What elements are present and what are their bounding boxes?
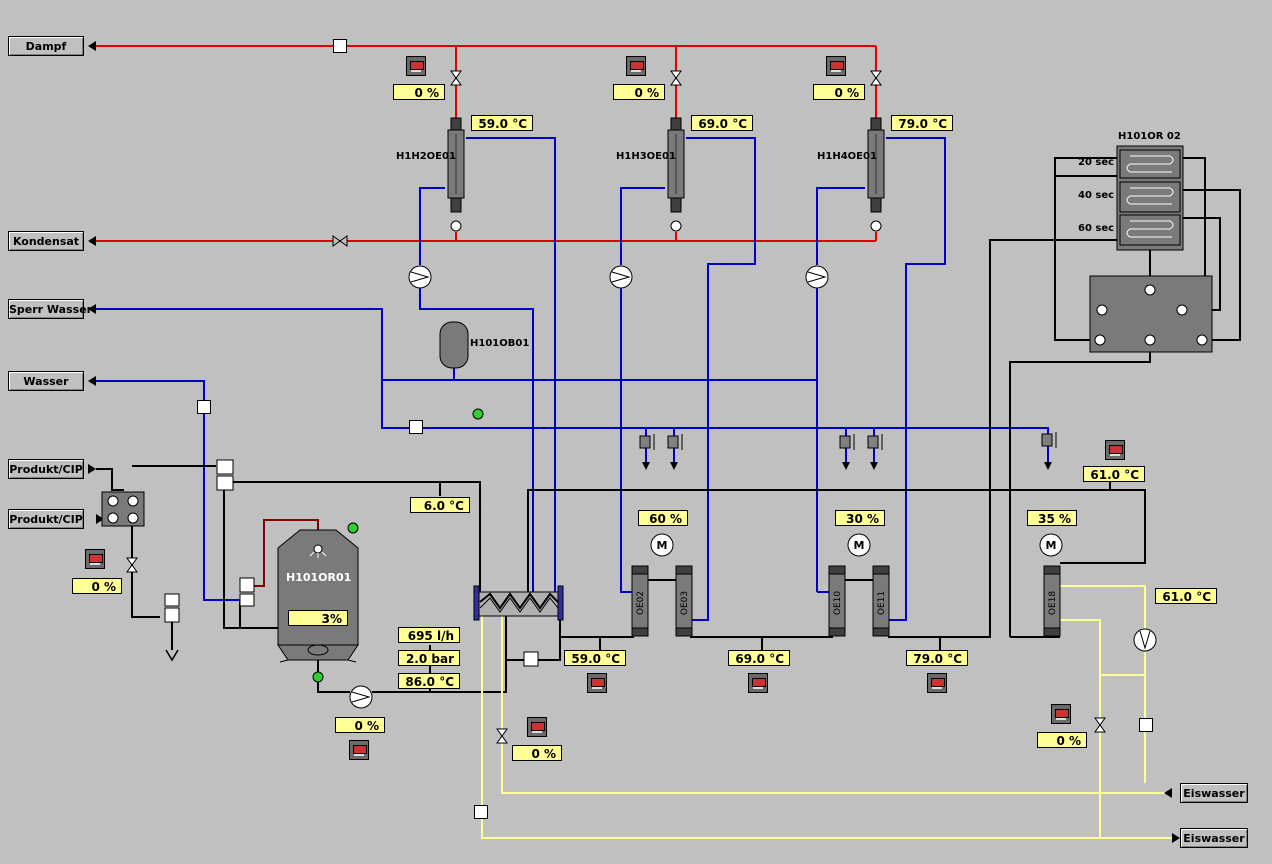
steam-valve-1[interactable] bbox=[450, 70, 462, 86]
faceplate-icon[interactable] bbox=[406, 56, 426, 76]
faceplate-icon[interactable] bbox=[587, 673, 607, 693]
heater-3[interactable] bbox=[867, 117, 885, 232]
stream-eiswasser-in[interactable]: Eiswasser bbox=[1180, 783, 1248, 803]
motor-3-speed: 35 % bbox=[1027, 510, 1077, 526]
homogenizer-cylinders bbox=[631, 565, 1061, 637]
stage-3-temp: 79.0 °C bbox=[906, 650, 968, 666]
svg-text:M: M bbox=[854, 539, 865, 552]
tank-level: 3% bbox=[288, 610, 348, 626]
stage-2-temp: 69.0 °C bbox=[728, 650, 790, 666]
steam-lines bbox=[96, 45, 877, 242]
holder-stage-2: 40 sec bbox=[1078, 190, 1115, 201]
homogenizer-label-4: OE11 bbox=[877, 591, 887, 615]
holder-stage-3: 60 sec bbox=[1078, 223, 1115, 234]
motor-1[interactable] bbox=[650, 533, 674, 557]
heater-tag-3: H1H4OE01 bbox=[817, 151, 877, 162]
pressure: 2.0 bar bbox=[398, 650, 460, 666]
faceplate-icon[interactable] bbox=[927, 673, 947, 693]
ice-water-lines bbox=[481, 585, 1172, 839]
ice-valve-position: 0 % bbox=[1037, 732, 1087, 748]
stream-kondensat[interactable]: Kondensat bbox=[8, 231, 84, 251]
water-flow-sensor[interactable] bbox=[197, 400, 211, 414]
ice-water-sensor-2[interactable] bbox=[1139, 718, 1153, 732]
faceplate-icon[interactable] bbox=[626, 56, 646, 76]
steam-valve-2[interactable] bbox=[670, 70, 682, 86]
holding-tube[interactable] bbox=[1116, 145, 1184, 251]
faceplate-icon[interactable] bbox=[826, 56, 846, 76]
product-temp: 86.0 °C bbox=[398, 673, 460, 689]
feed-pump-speed: 0 % bbox=[335, 717, 385, 733]
tank-h101or01[interactable] bbox=[277, 529, 359, 663]
stream-produkt-cip-out[interactable]: Produkt/CIP bbox=[8, 459, 84, 479]
holder-stage-1: 20 sec bbox=[1078, 157, 1115, 168]
pump-1[interactable] bbox=[408, 265, 432, 289]
motor-2-speed: 30 % bbox=[835, 510, 885, 526]
heat-exchanger[interactable] bbox=[473, 585, 564, 621]
stage-1-temp: 59.0 °C bbox=[564, 650, 626, 666]
heater-2[interactable] bbox=[667, 117, 685, 232]
pump-2[interactable] bbox=[609, 265, 633, 289]
ice-water-pump[interactable] bbox=[1133, 628, 1157, 652]
buffer-tag: H101OB01 bbox=[470, 338, 530, 349]
cip-valve-position: 0 % bbox=[72, 578, 122, 594]
cooling-valve-position: 0 % bbox=[512, 745, 562, 761]
ice-water-sensor-1[interactable] bbox=[474, 805, 488, 819]
stream-produkt-cip-in[interactable]: Produkt/CIP bbox=[8, 509, 84, 529]
faceplate-icon[interactable] bbox=[748, 673, 768, 693]
steam-valve-3-position: 0 % bbox=[813, 84, 865, 100]
stream-sperr-wasser[interactable]: Sperr Wasser bbox=[8, 299, 92, 319]
cip-manifold[interactable] bbox=[101, 491, 145, 527]
homogenizer-label-5: OE18 bbox=[1048, 591, 1058, 615]
homogenizer-label-3: OE10 bbox=[833, 591, 843, 615]
buffer-vessel[interactable] bbox=[439, 321, 469, 369]
condensate-valve[interactable] bbox=[332, 235, 348, 247]
motor-1-speed: 60 % bbox=[638, 510, 688, 526]
heater-1-temp: 59.0 °C bbox=[471, 115, 533, 131]
homogenizer-label-2: OE03 bbox=[680, 591, 690, 615]
holder-tag: H101OR 02 bbox=[1118, 131, 1181, 142]
tank-tag: H101OR01 bbox=[286, 571, 352, 584]
homogenizer-label-1: OE02 bbox=[636, 591, 646, 615]
steam-valve-2-position: 0 % bbox=[613, 84, 665, 100]
motor-3[interactable] bbox=[1039, 533, 1063, 557]
svg-text:M: M bbox=[657, 539, 668, 552]
inlet-temp: 6.0 °C bbox=[410, 497, 470, 513]
steam-valve-3[interactable] bbox=[870, 70, 882, 86]
stream-wasser[interactable]: Wasser bbox=[8, 371, 84, 391]
faceplate-icon[interactable] bbox=[85, 549, 105, 569]
heater-1[interactable] bbox=[447, 117, 465, 232]
top-right-temp: 61.0 °C bbox=[1083, 466, 1145, 482]
flow-diversion-block[interactable] bbox=[1089, 275, 1213, 353]
cip-valve[interactable] bbox=[126, 557, 138, 573]
steam-flow-sensor[interactable] bbox=[333, 39, 347, 53]
ice-water-valve-1[interactable] bbox=[496, 728, 508, 744]
product-lines bbox=[96, 157, 1241, 693]
right-temp: 61.0 °C bbox=[1155, 588, 1217, 604]
motor-2[interactable] bbox=[847, 533, 871, 557]
heater-3-temp: 79.0 °C bbox=[891, 115, 953, 131]
faceplate-icon[interactable] bbox=[527, 717, 547, 737]
feed-pump[interactable] bbox=[349, 685, 373, 709]
heater-tag-2: H1H3OE01 bbox=[616, 151, 676, 162]
ice-water-valve-2[interactable] bbox=[1094, 717, 1106, 733]
faceplate-icon[interactable] bbox=[1105, 440, 1125, 460]
faceplate-icon[interactable] bbox=[349, 740, 369, 760]
faceplate-icon[interactable] bbox=[1051, 704, 1071, 724]
water-lines bbox=[96, 137, 1049, 621]
svg-text:M: M bbox=[1046, 539, 1057, 552]
heater-tag-1: H1H2OE01 bbox=[396, 151, 456, 162]
pump-3[interactable] bbox=[805, 265, 829, 289]
stream-dampf[interactable]: Dampf bbox=[8, 36, 84, 56]
stream-eiswasser-out[interactable]: Eiswasser bbox=[1180, 828, 1248, 848]
homogenizer-labels: OE02 OE03 OE10 OE11 OE18 bbox=[636, 591, 1058, 615]
steam-valve-1-position: 0 % bbox=[393, 84, 445, 100]
sperr-water-sensor[interactable] bbox=[409, 420, 423, 434]
heater-2-temp: 69.0 °C bbox=[691, 115, 753, 131]
flow-rate: 695 l/h bbox=[398, 627, 460, 643]
